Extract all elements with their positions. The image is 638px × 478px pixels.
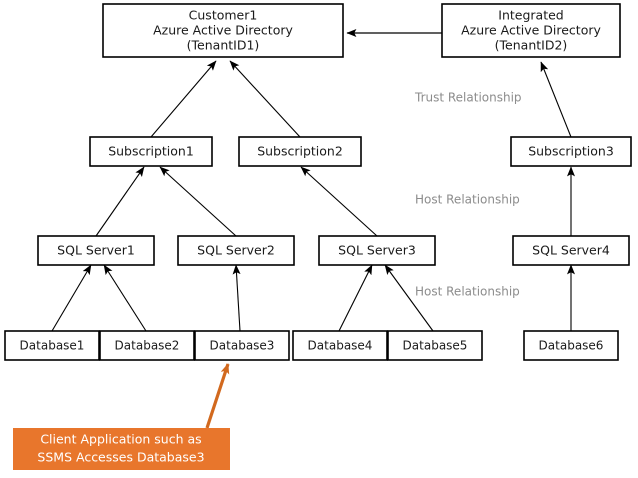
node-sql-server1-box[interactable] [37,235,155,266]
node-subscription3-label: Subscription3 [528,144,614,159]
callout-box[interactable] [13,428,230,470]
node-sql-server1[interactable]: SQL Server1 [37,235,155,266]
node-database6[interactable]: Database6 [523,330,619,361]
node-subscription1[interactable]: Subscription1 [89,136,213,167]
node-integrated-aad-line3: (TenantID2) [495,38,568,53]
relationship-label-group: Trust Relationship Host Relationship Hos… [414,91,522,299]
node-sql-server4-label: SQL Server4 [532,243,610,258]
edge-database3-to-sql-server2 [232,264,241,332]
node-subscription2-label: Subscription2 [257,144,343,159]
edge-sql-server3-to-subscription2 [300,166,378,237]
node-customer1-aad-line2: Azure Active Directory [153,23,293,38]
node-database6-box[interactable] [523,330,619,361]
node-database1-box[interactable] [4,330,100,361]
node-sql-server3-label: SQL Server3 [338,243,416,258]
node-subscription1-box[interactable] [89,136,213,167]
node-subscription2[interactable]: Subscription2 [238,136,362,167]
node-database3[interactable]: Database3 [194,330,290,361]
node-customer1-aad[interactable]: Customer1 Azure Active Directory (Tenant… [102,3,344,58]
node-database3-box[interactable] [194,330,290,361]
edge-database5-to-sql-server3 [384,264,434,332]
edge-callout-to-database3 [205,363,230,429]
node-sql-server2-box[interactable] [177,235,295,266]
node-database4-box[interactable] [292,330,388,361]
node-integrated-aad[interactable]: Integrated Azure Active Directory (Tenan… [441,3,621,58]
node-sql-server2[interactable]: SQL Server2 [177,235,295,266]
node-database4-label: Database4 [308,339,373,353]
node-subscription3-box[interactable] [510,136,632,167]
node-database3-label: Database3 [210,339,275,353]
edge-sql-server1-to-subscription1 [95,166,145,237]
label-host-relationship-upper: Host Relationship [415,193,520,207]
node-database5[interactable]: Database5 [387,330,483,361]
node-customer1-aad-box[interactable] [102,3,344,58]
edge-subscription1-to-customer1-aad [150,60,217,138]
edge-subscription3-to-integrated-aad [540,61,572,138]
edge-database2-to-sql-server1 [103,264,147,332]
label-trust-relationship: Trust Relationship [414,91,522,105]
node-sql-server3-box[interactable] [318,235,436,266]
node-database2-label: Database2 [115,339,180,353]
node-database2[interactable]: Database2 [99,330,195,361]
node-integrated-aad-line1: Integrated [498,8,563,23]
edge-group [51,29,575,429]
node-database5-box[interactable] [387,330,483,361]
node-subscription2-box[interactable] [238,136,362,167]
node-sql-server3[interactable]: SQL Server3 [318,235,436,266]
node-sql-server1-label: SQL Server1 [57,243,135,258]
node-integrated-aad-line2: Azure Active Directory [461,23,601,38]
node-database2-box[interactable] [99,330,195,361]
node-sql-server4-box[interactable] [512,235,630,266]
edge-database1-to-sql-server1 [51,264,92,332]
node-database1-label: Database1 [20,339,85,353]
edge-database4-to-sql-server3 [338,264,373,332]
node-sql-server4[interactable]: SQL Server4 [512,235,630,266]
node-sql-server2-label: SQL Server2 [197,243,275,258]
edge-sql-server2-to-subscription1 [159,166,237,237]
node-customer1-aad-line1: Customer1 [189,8,258,23]
callout-client-application[interactable]: Client Application such as SSMS Accesses… [13,428,230,470]
node-database6-label: Database6 [539,339,604,353]
node-database1[interactable]: Database1 [4,330,100,361]
node-database5-label: Database5 [403,339,468,353]
callout-line1: Client Application such as [40,432,201,447]
edge-subscription2-to-customer1-aad [229,60,301,138]
node-subscription3[interactable]: Subscription3 [510,136,632,167]
callout-line2: SSMS Accesses Database3 [37,450,204,465]
node-integrated-aad-box[interactable] [441,3,621,58]
node-subscription1-label: Subscription1 [108,144,194,159]
label-host-relationship-lower: Host Relationship [415,285,520,299]
node-customer1-aad-line3: (TenantID1) [187,38,260,53]
node-database4[interactable]: Database4 [292,330,388,361]
